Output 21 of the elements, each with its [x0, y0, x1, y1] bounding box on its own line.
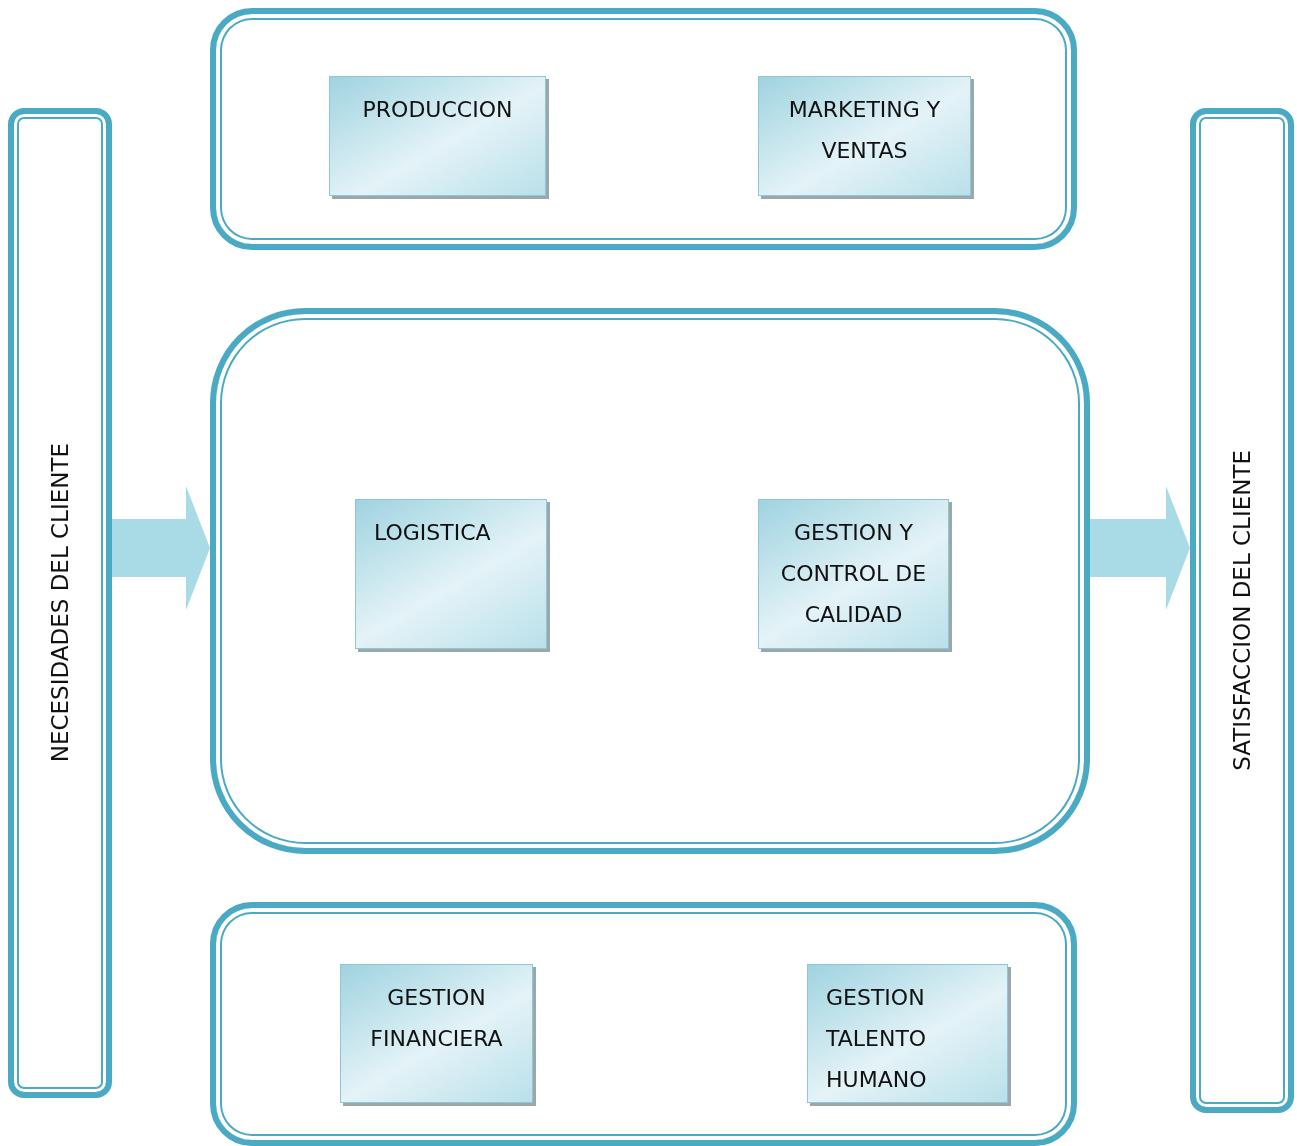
box-label: MARKETING Y VENTAS	[787, 96, 942, 165]
box-label: GESTION FINANCIERA	[369, 984, 504, 1053]
box-label: GESTION Y CONTROL DE CALIDAD	[779, 519, 928, 629]
process-box	[355, 499, 547, 649]
process-box	[329, 76, 546, 196]
process-box	[340, 964, 533, 1103]
box-label: GESTION TALENTO HUMANO	[826, 984, 928, 1094]
group-frame	[210, 902, 1077, 1146]
process-box	[758, 499, 949, 649]
side-panel	[1190, 108, 1294, 1113]
side-panel	[8, 108, 112, 1098]
panel-label: NECESIDADES DEL CLIENTE	[47, 443, 73, 763]
box-label: PRODUCCION	[362, 96, 513, 124]
process-box	[758, 76, 971, 196]
group-frame	[210, 308, 1090, 854]
box-label: LOGISTICA	[374, 519, 491, 547]
block-arrow	[112, 486, 210, 610]
process-box	[807, 964, 1008, 1103]
block-arrow	[1090, 486, 1190, 610]
panel-label: SATISFACCION DEL CLIENTE	[1229, 450, 1255, 771]
group-frame	[210, 8, 1077, 250]
